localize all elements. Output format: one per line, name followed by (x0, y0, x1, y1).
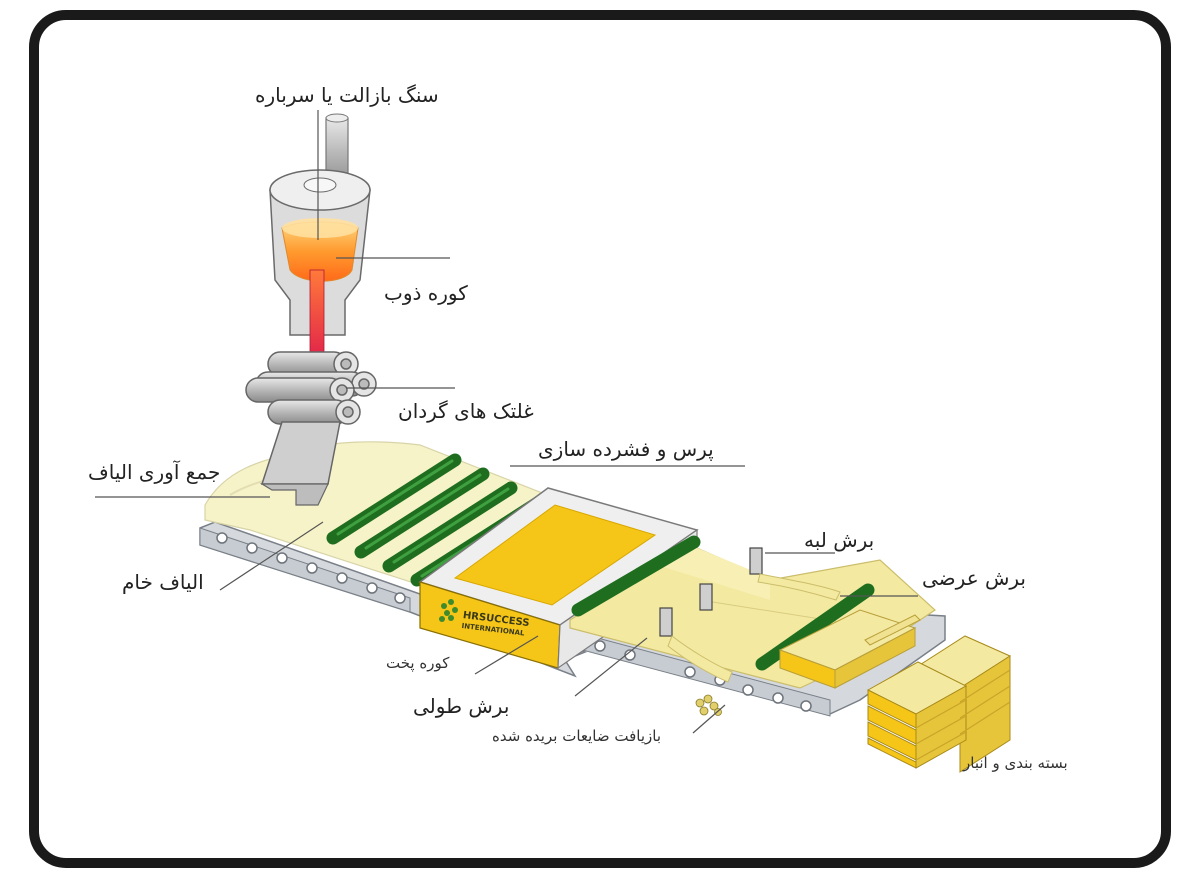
label-press-compression: پرس و فشرده سازی (538, 437, 714, 461)
label-spinning-rollers: غلتک های گردان (398, 399, 534, 423)
label-longitudinal-cut: برش طولی (413, 694, 510, 718)
waste-scraps (695, 694, 722, 716)
conveyor-rollers-left (216, 532, 406, 604)
melt-stream (309, 269, 325, 363)
label-raw-fiber: الیاف خام (122, 570, 204, 594)
package-stacks (866, 635, 1012, 773)
conveyor-rollers-right (594, 640, 812, 712)
cut-slabs (778, 609, 921, 689)
label-cross-cut: برش عرضی (922, 566, 1026, 590)
label-raw-material: سنگ بازالت یا سرباره (255, 83, 439, 107)
label-edge-cut: برش لبه (804, 528, 875, 552)
label-fiber-collection: جمع آوری الیاف (88, 460, 221, 484)
exit-roller (571, 535, 701, 617)
spinning-rollers (245, 351, 377, 425)
edge-trim-strips (667, 573, 841, 683)
label-curing-oven: کوره پخت (386, 654, 450, 672)
leader-lines (95, 110, 918, 734)
collection-chute (259, 421, 341, 506)
label-waste-recycling: بازیافت ضایعات بریده شده (492, 727, 662, 745)
label-packaging-storage: بسته بندی و انبار (963, 754, 1068, 772)
label-melting-furnace: کوره ذوب (384, 281, 468, 305)
melting-furnace (269, 169, 371, 336)
cutter-blades (659, 547, 763, 637)
company-logo-icon (439, 599, 458, 622)
